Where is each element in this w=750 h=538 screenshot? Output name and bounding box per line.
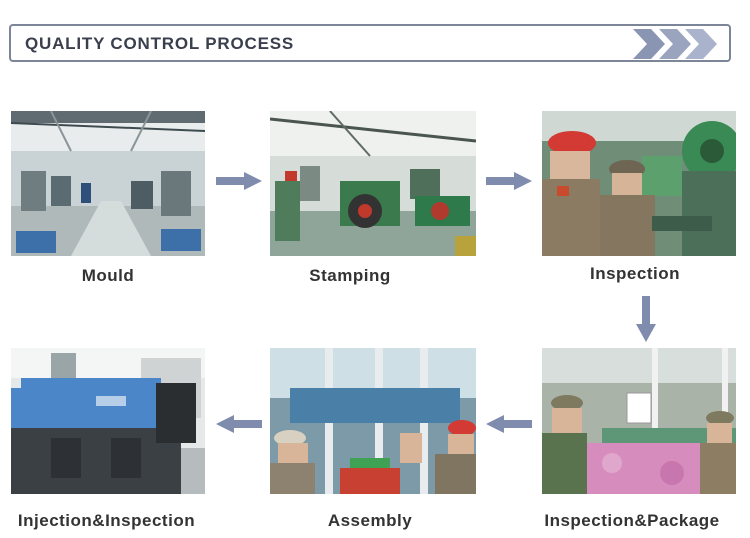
stamping-machines-photo — [270, 111, 476, 256]
injection-machine-photo — [11, 348, 205, 494]
step-label-inspection-package: Inspection&Package — [544, 511, 720, 530]
factory-floor-photo — [11, 111, 205, 256]
assembly-line-photo — [270, 348, 476, 494]
step-label-stamping: Stamping — [309, 266, 391, 285]
workers-inspection-photo — [542, 111, 736, 256]
step-label-injection-inspection: Injection&Inspection — [17, 511, 196, 530]
arrow-right-icon — [216, 172, 262, 190]
step-label-inspection: Inspection — [589, 264, 680, 283]
header-title: QUALITY CONTROL PROCESS — [25, 34, 295, 53]
section-header: QUALITY CONTROL PROCESS — [9, 24, 731, 62]
chevron-right-triple-icon — [633, 29, 717, 59]
step-label-mould: Mould — [81, 266, 135, 285]
arrow-right-icon — [486, 172, 532, 190]
package-line-photo — [542, 348, 736, 494]
arrow-left-icon — [486, 415, 532, 433]
arrow-down-icon — [636, 296, 656, 342]
step-label-assembly: Assembly — [327, 511, 413, 530]
arrow-left-icon — [216, 415, 262, 433]
